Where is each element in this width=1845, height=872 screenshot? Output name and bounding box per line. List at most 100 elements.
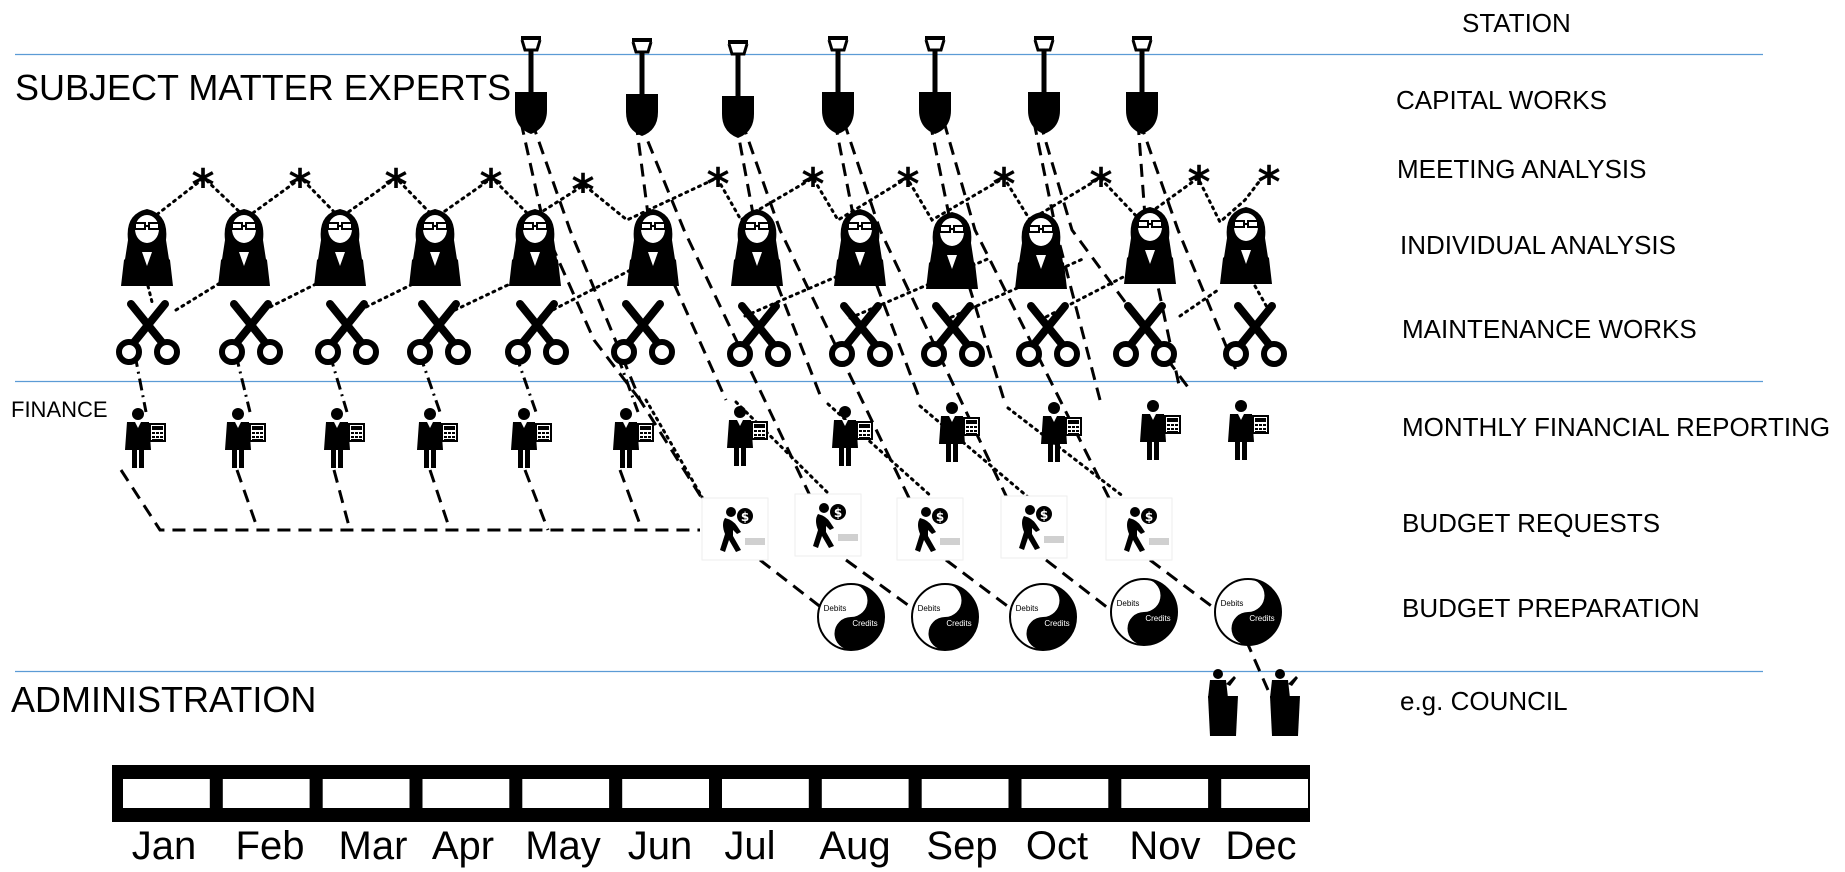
council-row [1208, 669, 1300, 736]
row-label-capital-works: CAPITAL WORKS [1396, 85, 1607, 115]
asterisk-icon: * [571, 165, 594, 216]
month-label: Apr [432, 824, 494, 868]
month-label: Oct [1026, 824, 1088, 868]
meeting-analysis-row: * * * * * * * * * * * * [191, 157, 1280, 216]
analyst-woman-icon [408, 208, 462, 287]
month-cell [722, 779, 809, 808]
credits-label: Credits [946, 619, 971, 628]
credits-label: Credits [852, 619, 877, 628]
row-label-station: STATION [1462, 8, 1571, 38]
accountant-calculator-icon [1139, 399, 1181, 461]
section-title-administration: ADMINISTRATION [11, 679, 316, 720]
month-cell [821, 779, 909, 808]
person-carrying-money-icon [1105, 497, 1173, 561]
asterisk-icon: * [1089, 159, 1112, 210]
scissors-icon [1226, 306, 1284, 364]
month-timeline: Jan Feb Mar Apr May Jun Jul Aug Sep Oct Nov Dec [112, 765, 1310, 868]
row-label-meeting-analysis: MEETING ANALYSIS [1397, 154, 1646, 184]
accountant-calculator-icon [612, 407, 654, 469]
month-cell [123, 779, 210, 808]
scissors-icon [318, 304, 376, 362]
month-cell [1221, 779, 1308, 808]
debits-label: Debits [824, 604, 847, 613]
analyst-woman-icon [217, 208, 271, 287]
person-carrying-money-icon [794, 493, 862, 557]
month-label: Dec [1225, 824, 1296, 868]
accountant-calculator-icon [938, 401, 980, 463]
analyst-woman-icon [1219, 206, 1273, 285]
month-label: Jun [628, 824, 693, 868]
analyst-woman-icon [925, 211, 979, 290]
month-label: Jul [724, 824, 775, 868]
asterisk-icon: * [479, 160, 502, 211]
month-cell [1121, 779, 1209, 808]
debits-label: Debits [1016, 604, 1039, 613]
shovel-icon [820, 34, 856, 136]
month-label: Sep [926, 824, 997, 868]
shovel-icon [513, 34, 549, 136]
month-label: Nov [1129, 824, 1200, 868]
month-cell [1021, 779, 1109, 808]
person-carrying-money-icon [1000, 495, 1068, 559]
scissors-icon [508, 304, 566, 362]
monthly-financial-reporting-row [124, 399, 1269, 469]
month-cell [622, 779, 709, 808]
debits-label: Debits [1221, 599, 1244, 608]
month-label: Mar [339, 824, 408, 868]
analyst-woman-icon [626, 208, 680, 287]
scissors-icon [119, 304, 177, 362]
month-label: Feb [236, 824, 305, 868]
credits-label: Credits [1044, 619, 1069, 628]
row-label-individual-analysis: INDIVIDUAL ANALYSIS [1400, 230, 1676, 260]
section-title-sme: SUBJECT MATTER EXPERTS [15, 67, 511, 108]
month-label: Jan [132, 824, 197, 868]
capital-works-row [513, 34, 1160, 140]
month-cell [921, 779, 1009, 808]
shovel-icon [1124, 34, 1160, 136]
asterisk-icon: * [1187, 157, 1210, 208]
debits-label: Debits [1117, 599, 1140, 608]
speakers-podium-icon [1208, 669, 1238, 736]
month-cell [422, 779, 510, 808]
shovel-icon [1026, 34, 1062, 136]
asterisk-icon: * [706, 159, 729, 210]
row-label-budget-requests: BUDGET REQUESTS [1402, 508, 1660, 538]
row-label-monthly-financial-reporting: MONTHLY FINANCIAL REPORTING [1402, 412, 1830, 442]
analyst-woman-icon [730, 208, 784, 287]
row-label-council: e.g. COUNCIL [1400, 686, 1568, 716]
analyst-woman-icon [313, 208, 367, 287]
credits-label: Credits [1145, 614, 1170, 623]
month-cell [322, 779, 410, 808]
accountant-calculator-icon [1040, 401, 1082, 463]
accountant-calculator-icon [124, 407, 166, 469]
month-label: Aug [819, 824, 890, 868]
row-label-budget-preparation: BUDGET PREPARATION [1402, 593, 1700, 623]
accountant-calculator-icon [726, 405, 768, 467]
asterisk-icon: * [384, 160, 407, 211]
accountant-calculator-icon [831, 405, 873, 467]
analyst-woman-icon [508, 208, 562, 287]
analyst-woman-icon [1014, 211, 1068, 290]
accountant-calculator-icon [416, 407, 458, 469]
accountant-calculator-icon [224, 407, 266, 469]
individual-analysis-row [120, 206, 1273, 290]
month-label: May [525, 824, 601, 868]
shovel-icon [917, 34, 953, 136]
analyst-woman-icon [120, 208, 174, 287]
asterisk-icon: * [896, 159, 919, 210]
accountant-calculator-icon [510, 407, 552, 469]
debits-label: Debits [918, 604, 941, 613]
person-carrying-money-icon [701, 497, 769, 561]
accountant-calculator-icon [1227, 399, 1269, 461]
speakers-podium-icon [1270, 669, 1300, 736]
asterisk-icon: * [1257, 157, 1280, 208]
scissors-icon [222, 304, 280, 362]
scissors-icon [410, 304, 468, 362]
scissors-icon [614, 304, 672, 362]
